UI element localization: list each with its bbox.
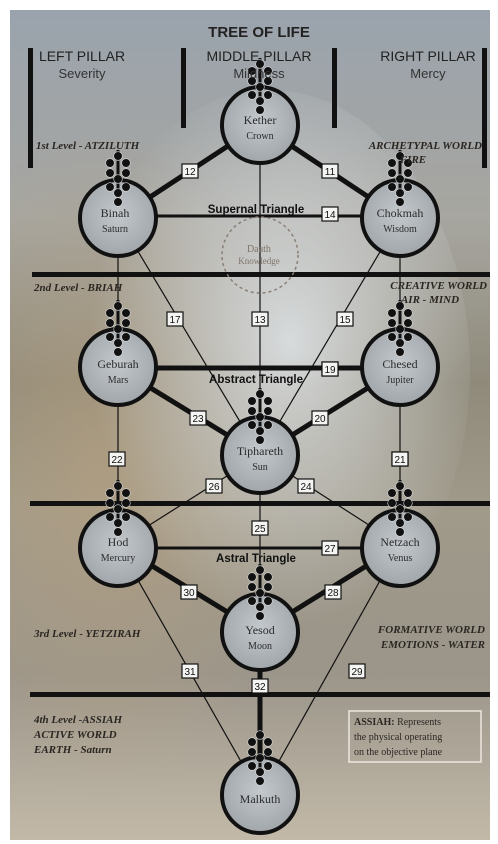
path-number-text: 23 — [192, 414, 204, 425]
yesod-attribute: Moon — [248, 641, 272, 652]
path-number-31: 31 — [182, 664, 198, 678]
kether-attribute: Crown — [246, 131, 273, 142]
path-number-text: 25 — [254, 524, 266, 535]
path-number-text: 27 — [324, 544, 336, 555]
path-number-text: 32 — [254, 682, 266, 693]
briah-world-label: CREATIVE WORLD — [390, 280, 487, 292]
path-number-text: 29 — [351, 667, 363, 678]
middle-pillar-name: MIDDLE PILLAR — [206, 48, 311, 64]
atziluth-world-label: ARCHETYPAL WORLD — [368, 140, 482, 152]
path-number-text: 24 — [300, 482, 312, 493]
yetzirah-level-label: 3rd Level - YETZIRAH — [33, 628, 141, 640]
path-number-12: 12 — [182, 164, 198, 178]
path-number-11: 11 — [322, 164, 338, 178]
chokmah-name: Chokmah — [377, 206, 424, 220]
path-number-24: 24 — [298, 479, 314, 493]
malkuth-name: Malkuth — [240, 792, 281, 806]
abstract-triangle-label: Abstract Triangle — [209, 374, 303, 386]
briah-level-label: 2nd Level - BRIAH — [33, 282, 123, 294]
yetzirah-world-label: FORMATIVE WORLD — [377, 624, 485, 636]
path-number-29: 29 — [349, 664, 365, 678]
path-number-text: 28 — [327, 588, 339, 599]
path-number-17: 17 — [167, 312, 183, 326]
diagram-title: TREE OF LIFE — [208, 24, 310, 41]
daath-name: Daath — [247, 244, 271, 255]
diagram-canvas: Daath Knowledge Kether Crown Binah Satur… — [10, 10, 490, 840]
path-number-13: 13 — [252, 312, 268, 326]
path-number-28: 28 — [325, 585, 341, 599]
path-number-text: 22 — [111, 455, 123, 466]
left-pillar-quality: Severity — [59, 66, 106, 81]
yesod-name: Yesod — [245, 623, 274, 637]
atziluth-level-label: 1st Level - ATZILUTH — [36, 140, 140, 152]
binah-attribute: Saturn — [102, 224, 128, 235]
path-number-30: 30 — [181, 585, 197, 599]
chesed-name: Chesed — [382, 357, 417, 371]
path-number-32: 32 — [252, 679, 268, 693]
right-pillar-quality: Mercy — [410, 66, 446, 81]
path-number-text: 20 — [314, 414, 326, 425]
assiah-note-line3: on the objective plane — [354, 747, 443, 758]
geburah-attribute: Mars — [108, 375, 129, 386]
daath-attribute: Knowledge — [238, 256, 280, 266]
path-number-23: 23 — [190, 411, 206, 425]
path-number-text: 26 — [208, 482, 220, 493]
chokmah-attribute: Wisdom — [383, 224, 417, 235]
assiah-note-line1: ASSIAH: Represents — [354, 717, 441, 728]
hod-attribute: Mercury — [101, 553, 135, 564]
path-number-14: 14 — [322, 207, 338, 221]
atziluth-element-label: FIRE — [399, 154, 426, 166]
path-number-21: 21 — [392, 452, 408, 466]
path-number-text: 11 — [325, 167, 336, 178]
path-number-22: 22 — [109, 452, 125, 466]
path-number-15: 15 — [337, 312, 353, 326]
middle-pillar-bar-right — [332, 48, 337, 128]
path-number-text: 15 — [339, 315, 351, 326]
assiah-element-label: EARTH - Saturn — [33, 744, 112, 756]
assiah-world-label: ACTIVE WORLD — [33, 729, 117, 741]
netzach-name: Netzach — [380, 535, 419, 549]
path-number-text: 13 — [254, 315, 266, 326]
binah-name: Binah — [101, 206, 130, 220]
tiphareth-attribute: Sun — [252, 462, 268, 473]
path-number-25: 25 — [252, 521, 268, 535]
right-pillar-name: RIGHT PILLAR — [380, 48, 475, 64]
path-number-text: 17 — [169, 315, 181, 326]
briah-element-label: AIR - MIND — [400, 294, 459, 306]
path-number-text: 12 — [184, 167, 196, 178]
left-pillar-name: LEFT PILLAR — [39, 48, 125, 64]
path-number-27: 27 — [322, 541, 338, 555]
chesed-attribute: Jupiter — [386, 375, 414, 386]
astral-triangle-label: Astral Triangle — [216, 553, 296, 565]
path-number-text: 30 — [183, 588, 195, 599]
path-number-text: 19 — [324, 365, 336, 376]
left-pillar-bar — [28, 48, 33, 168]
briah-divider — [32, 272, 490, 277]
middle-pillar-bar-left — [181, 48, 186, 128]
path-number-26: 26 — [206, 479, 222, 493]
path-number-text: 14 — [324, 210, 336, 221]
hod-name: Hod — [108, 535, 129, 549]
kether-name: Kether — [244, 113, 277, 127]
geburah-name: Geburah — [97, 357, 138, 371]
assiah-note-line2: the physical operating — [354, 732, 442, 743]
path-number-text: 21 — [394, 455, 406, 466]
supernal-triangle-label: Supernal Triangle — [208, 204, 305, 216]
netzach-attribute: Venus — [388, 553, 413, 564]
right-pillar-bar — [482, 48, 487, 168]
assiah-level-label: 4th Level -ASSIAH — [33, 714, 122, 726]
path-number-20: 20 — [312, 411, 328, 425]
path-number-text: 31 — [184, 667, 196, 678]
yetzirah-element-label: EMOTIONS - WATER — [380, 639, 485, 651]
tiphareth-name: Tiphareth — [237, 444, 283, 458]
path-number-19: 19 — [322, 362, 338, 376]
middle-pillar-quality: Mildness — [233, 66, 285, 81]
